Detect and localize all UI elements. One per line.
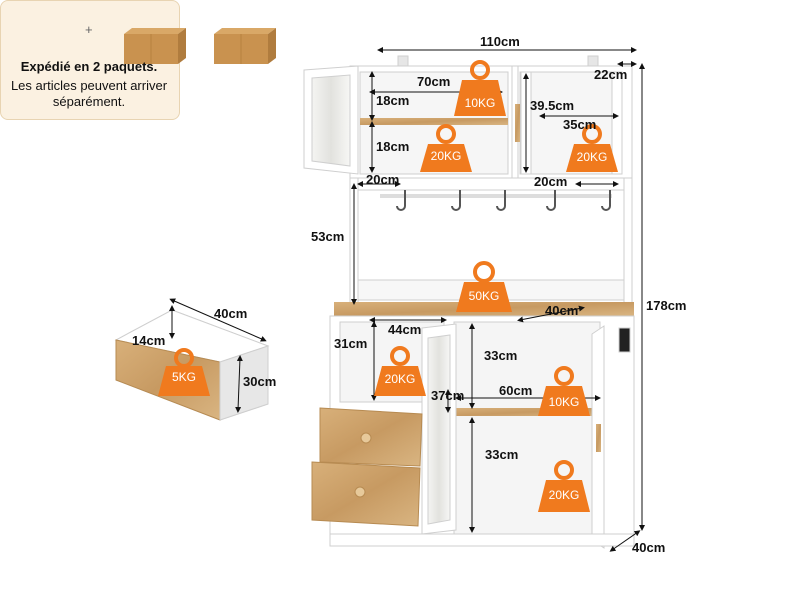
weight-badge-upper-right-icon bbox=[566, 124, 618, 172]
dim-lower-right-bottom-height: 33cm bbox=[485, 447, 519, 462]
dim-base-depth: 40cm bbox=[632, 540, 666, 555]
dim-total-height: 178cm bbox=[646, 298, 687, 313]
weight-badge-counter-icon bbox=[456, 261, 512, 312]
weight-lower-right-shelf: 10KG bbox=[548, 395, 580, 409]
dim-lower-right-top-height: 33cm bbox=[484, 348, 518, 363]
dim-hook-gap-right: 20cm bbox=[534, 174, 568, 189]
dim-upper-left-width: 70cm bbox=[417, 74, 451, 89]
dim-lower-right-width: 60cm bbox=[499, 383, 533, 398]
dim-hook-gap-left: 20cm bbox=[366, 172, 400, 187]
drawer-detail bbox=[114, 309, 270, 421]
drawers bbox=[311, 407, 423, 527]
carton-box-icon bbox=[214, 28, 276, 64]
weight-lower-right-bottom: 20KG bbox=[548, 488, 580, 502]
weight-badge-lower-right-shelf-icon bbox=[538, 366, 590, 416]
hook-rail bbox=[380, 190, 612, 211]
weight-upper-right: 20KG bbox=[576, 150, 608, 164]
shipping-title: Expédié en 2 paquets. bbox=[20, 59, 158, 74]
weight-badge-upper-left-top-icon bbox=[454, 60, 506, 116]
weight-drawer: 5KG bbox=[171, 370, 196, 384]
dim-lower-left-height: 31cm bbox=[334, 336, 368, 351]
dim-lower-left-width: 44cm bbox=[388, 322, 422, 337]
dim-drawer-height: 14cm bbox=[132, 333, 166, 348]
dim-upper-right-width: 35cm bbox=[563, 117, 597, 132]
weight-badges bbox=[158, 60, 618, 512]
dim-upper-left-shelf-1: 18cm bbox=[376, 93, 410, 108]
weight-badge-upper-left-bottom-icon bbox=[420, 124, 472, 172]
plus-sign: + bbox=[85, 22, 93, 37]
dim-upper-right-height: 39.5cm bbox=[530, 98, 575, 113]
dim-counter-depth: 40cm bbox=[545, 303, 579, 318]
weight-lower-left: 20KG bbox=[384, 372, 416, 386]
dim-open-space-height: 53cm bbox=[311, 229, 345, 244]
weight-badge-lower-right-bottom-icon bbox=[538, 460, 590, 512]
shipping-notice: + Expédié en 2 paquets. Les articles peu… bbox=[0, 0, 180, 120]
weight-counter: 50KG bbox=[468, 289, 500, 303]
weight-upper-left-bottom: 20KG bbox=[430, 149, 462, 163]
dim-upper-left-shelf-2: 18cm bbox=[376, 139, 410, 154]
dim-drawer-width: 40cm bbox=[214, 306, 248, 321]
dimension-lines bbox=[169, 47, 645, 552]
weight-badge-drawer-icon bbox=[158, 348, 210, 396]
dim-lower-middle-height: 37cm bbox=[431, 388, 465, 403]
shipping-note: Les articles peuvent arriver séparément. bbox=[10, 78, 168, 109]
dim-top-depth: 22cm bbox=[594, 67, 628, 82]
dim-total-width: 110cm bbox=[480, 34, 520, 49]
dim-drawer-depth: 30cm bbox=[243, 374, 277, 389]
weight-badge-lower-left-icon bbox=[374, 346, 426, 396]
carton-box-icon bbox=[124, 28, 186, 64]
weight-upper-left-top: 10KG bbox=[464, 96, 496, 110]
